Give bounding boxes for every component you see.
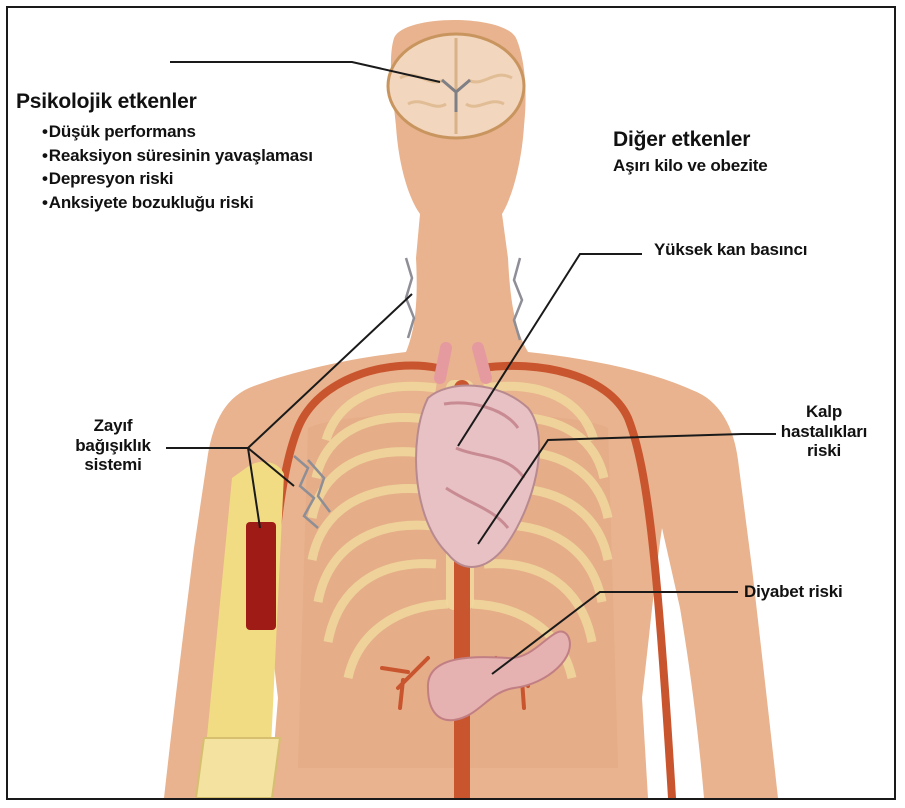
immune-line: bağışıklık	[58, 436, 168, 456]
heart-disease-line: riski	[764, 441, 884, 461]
brain-icon	[388, 34, 524, 138]
blood-pressure-label: Yüksek kan basıncı	[654, 240, 807, 260]
psych-item: Düşük performans	[42, 122, 313, 142]
psych-item: Anksiyete bozukluğu riski	[42, 193, 313, 213]
other-title: Diğer etkenler	[613, 128, 750, 152]
immune-line: sistemi	[58, 455, 168, 475]
other-subtitle: Aşırı kilo ve obezite	[613, 156, 768, 176]
psych-item: Depresyon riski	[42, 169, 313, 189]
immune-line: Zayıf	[58, 416, 168, 436]
bone-marrow	[246, 522, 276, 630]
psych-item: Reaksiyon süresinin yavaşlaması	[42, 146, 313, 166]
immune-label: Zayıf bağışıklık sistemi	[58, 416, 168, 475]
diagram-frame: Psikolojik etkenler Düşük performans Rea…	[6, 6, 896, 800]
diabetes-label: Diyabet riski	[744, 582, 843, 602]
heart-disease-line: hastalıkları	[764, 422, 884, 442]
psych-title: Psikolojik etkenler	[16, 90, 197, 114]
heart-disease-line: Kalp	[764, 402, 884, 422]
heart-disease-label: Kalp hastalıkları riski	[764, 402, 884, 461]
psych-list: Düşük performans Reaksiyon süresinin yav…	[42, 122, 313, 216]
